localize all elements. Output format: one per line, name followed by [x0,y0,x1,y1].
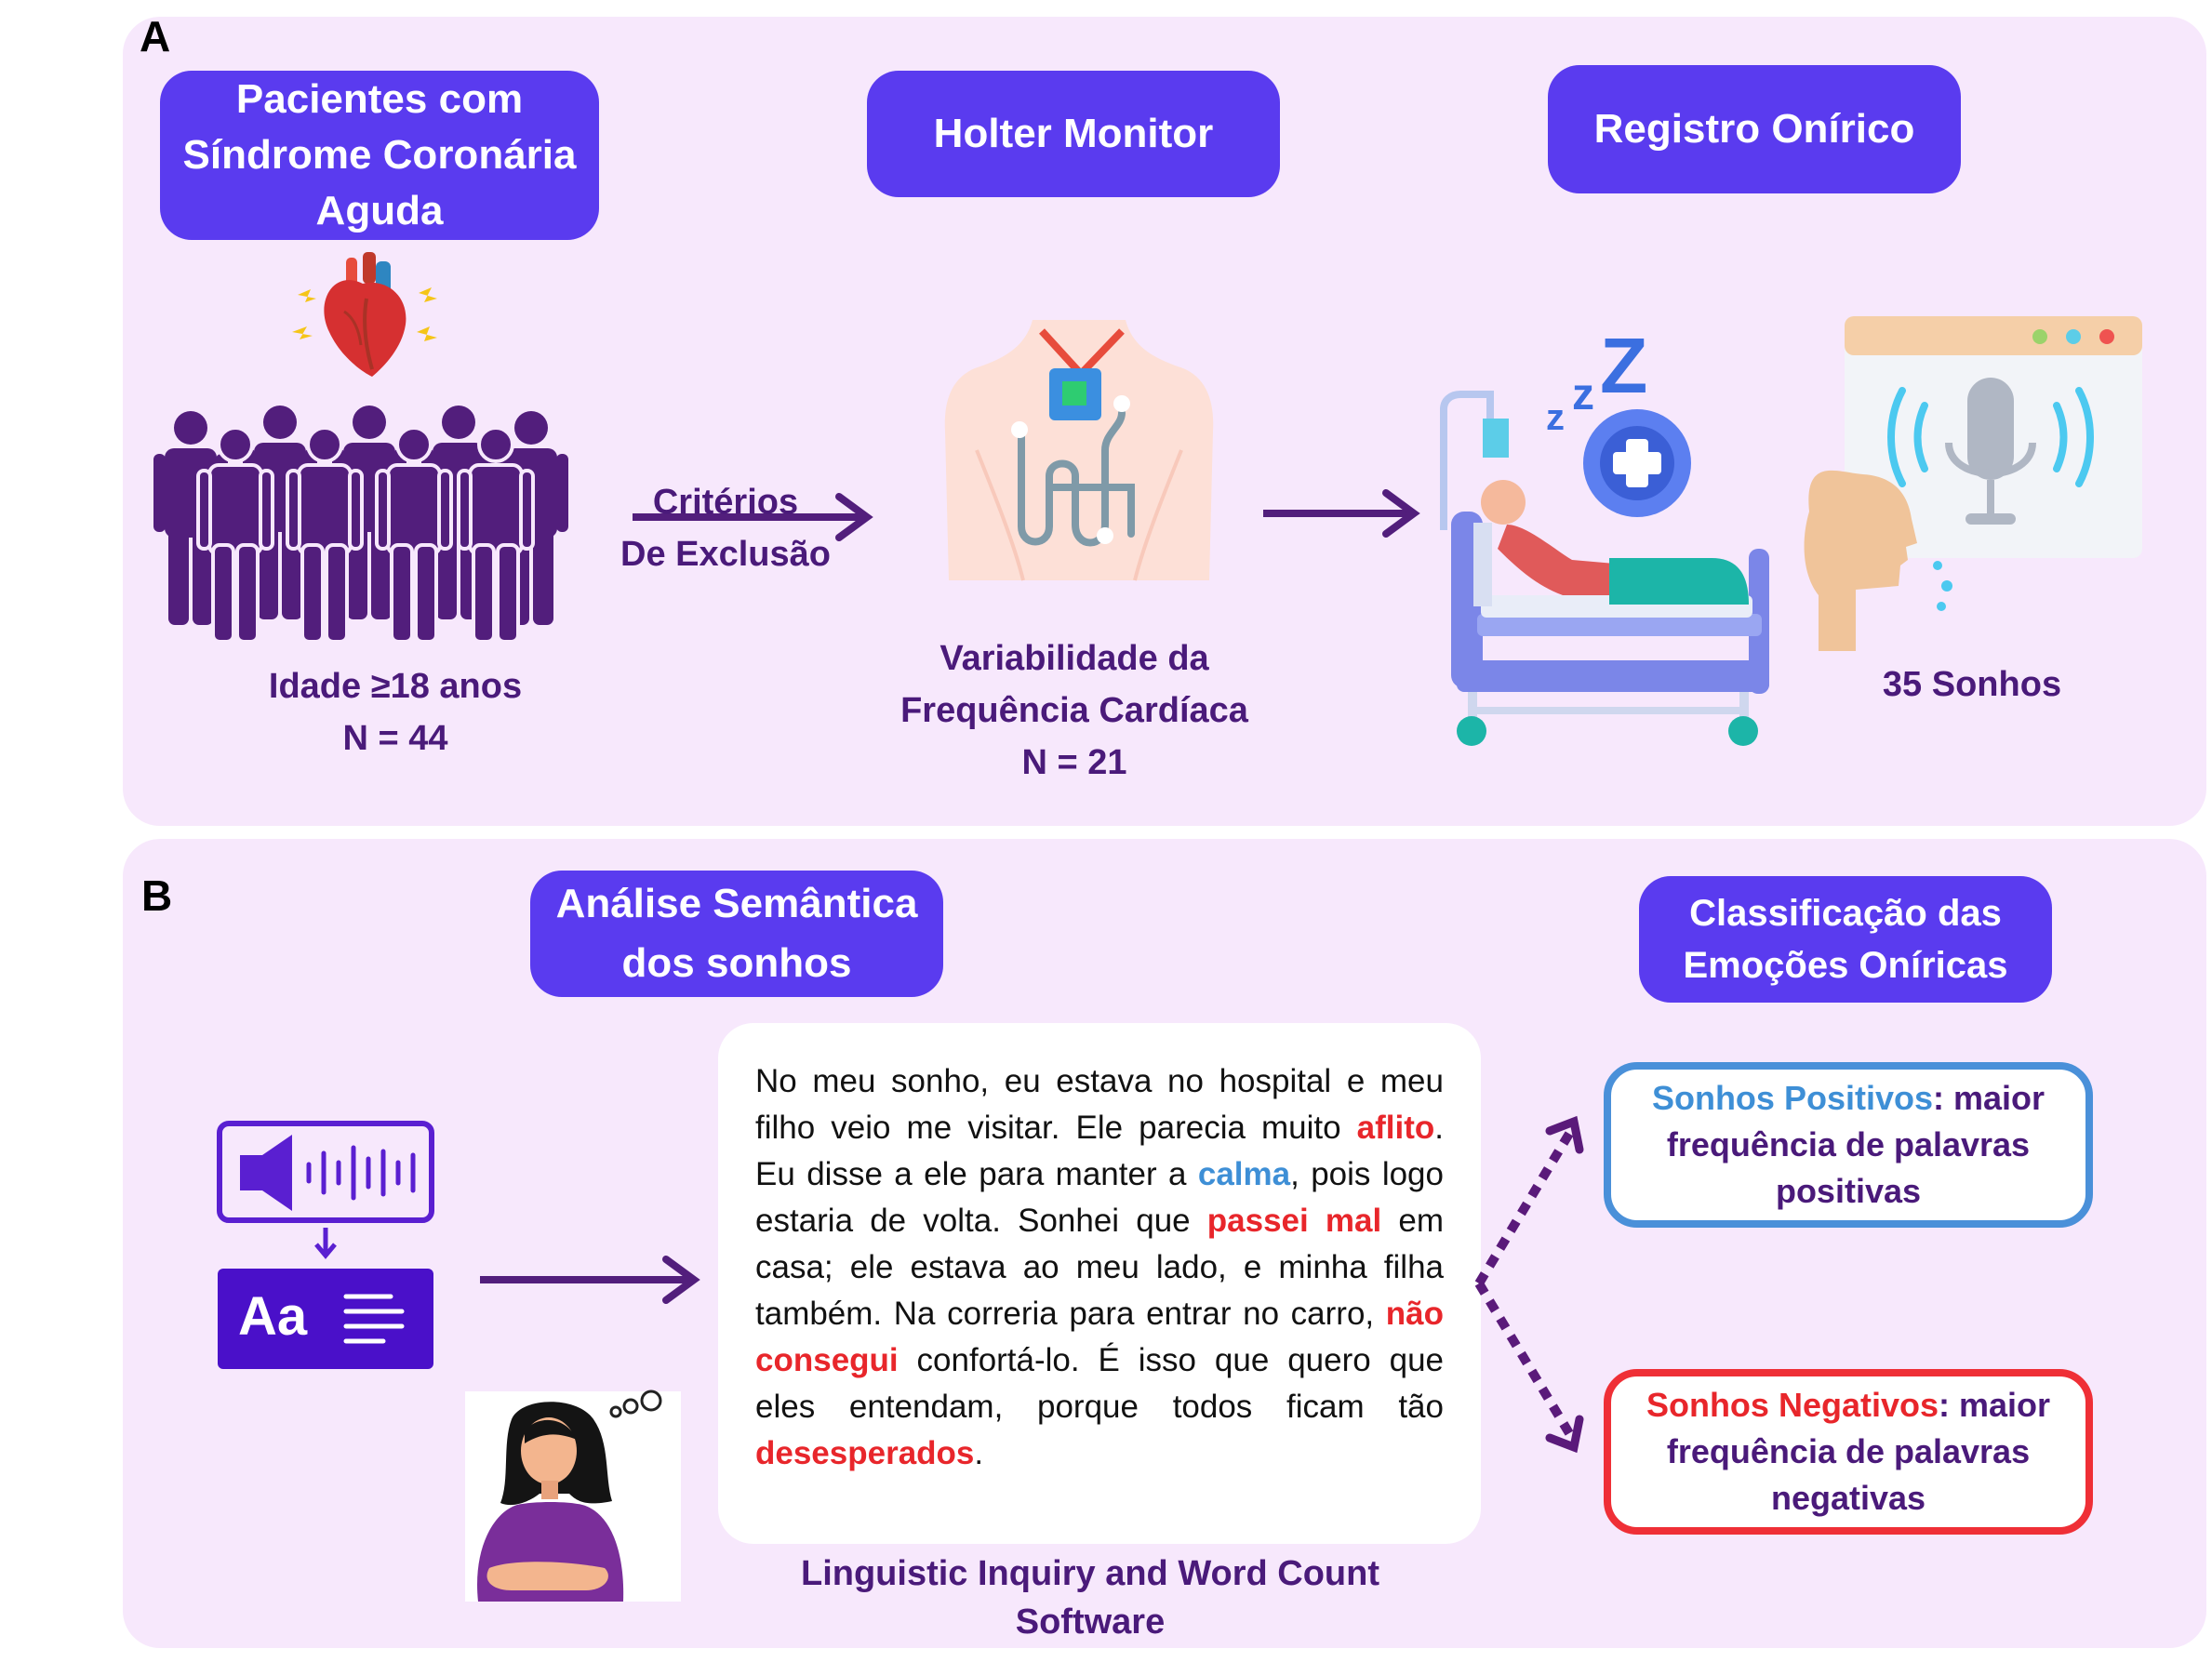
dream-text-part: confortá-lo. É isso que quero que eles e… [755,1342,1444,1425]
positive-word: calma [1197,1156,1291,1192]
exclusion-line1: Critérios [652,483,799,522]
dream-text-part: em casa; ele estava ao meu lado, e minha… [755,1203,1444,1332]
hrv-line1: Variabilidade da [939,639,1209,678]
pill-patients: Pacientes com Síndrome Coronária Aguda [160,71,599,240]
dream-text-part: . [974,1435,984,1471]
dreams-count: 35 Sonhos [1882,665,2062,704]
exclusion-line2: De Exclusão [620,535,831,574]
heart-icon [292,252,437,377]
n-patients: N = 44 [342,719,448,758]
svg-text:z: z [1572,370,1594,419]
panel-a-label: A [140,12,171,60]
pill-classification: Classificação das Emoções Oníricas [1639,876,2052,1003]
positive-dreams-box: Sonhos Positivos: maior frequência de pa… [1604,1062,2093,1228]
positive-dreams-title: Sonhos Positivos [1651,1079,1933,1117]
audio-to-text-icon [217,1121,434,1369]
n-hrv: N = 21 [1021,743,1127,782]
negative-dreams-box: Sonhos Negativos: maior frequência de pa… [1604,1369,2093,1535]
negative-word: não consegui [755,1296,1444,1378]
dream-text-part: No meu sonho, eu estava no hospital e me… [755,1063,1444,1146]
negative-dreams-rest1: : maior [1939,1386,2051,1424]
negative-dreams-rest2: frequência de palavras [1666,1432,2031,1470]
svg-text:Z: Z [1600,322,1647,409]
pill-registro: Registro Onírico [1548,65,1961,193]
hrv-line2: Frequência Cardíaca [900,691,1248,730]
dream-text: No meu sonho, eu estava no hospital e me… [755,1058,1444,1477]
positive-dreams-rest1: : maior [1933,1079,2045,1117]
people-group-icon [153,406,568,644]
positive-dreams-rest3: positivas [1775,1172,1922,1210]
panel-b-label: B [141,871,173,920]
thinking-woman-icon [465,1389,681,1602]
negative-word: passei mal [1206,1203,1382,1239]
positive-dreams-rest2: frequência de palavras [1666,1125,2031,1163]
negative-word: desesperados [755,1435,975,1471]
negative-dreams-text: Sonhos Negativos: maior frequência de pa… [1646,1382,2050,1522]
dream-text-box: No meu sonho, eu estava no hospital e me… [718,1023,1481,1544]
positive-dreams-text: Sonhos Positivos: maior frequência de pa… [1652,1075,2045,1215]
pill-analysis: Análise Semântica dos sonhos [530,871,943,997]
exclusion-arrow [633,493,873,541]
voice-recording-icon [1804,316,2142,651]
dream-text-part: . Eu disse a ele para manter a [755,1110,1444,1192]
dream-text-part: , pois logo estaria de volta. Sonhei que [755,1156,1444,1239]
text-icon-label: Aa [238,1286,308,1347]
branch-arrows [1474,1115,1584,1454]
pill-holter: Holter Monitor [867,71,1280,197]
negative-dreams-rest3: negativas [1770,1479,1926,1517]
arrow-to-dream-text [480,1256,700,1304]
svg-text:z: z [1546,397,1565,438]
software-line1: Linguistic Inquiry and Word Count [800,1554,1380,1593]
negative-word: aflito [1356,1110,1435,1146]
hospital-bed-icon: z z Z [1440,322,1769,746]
chest-holter-icon [944,320,1214,581]
negative-dreams-title: Sonhos Negativos [1646,1386,1939,1424]
age-text: Idade ≥18 anos [268,667,523,706]
software-line2: Software [1015,1602,1166,1642]
arrow-to-bed [1263,489,1420,538]
